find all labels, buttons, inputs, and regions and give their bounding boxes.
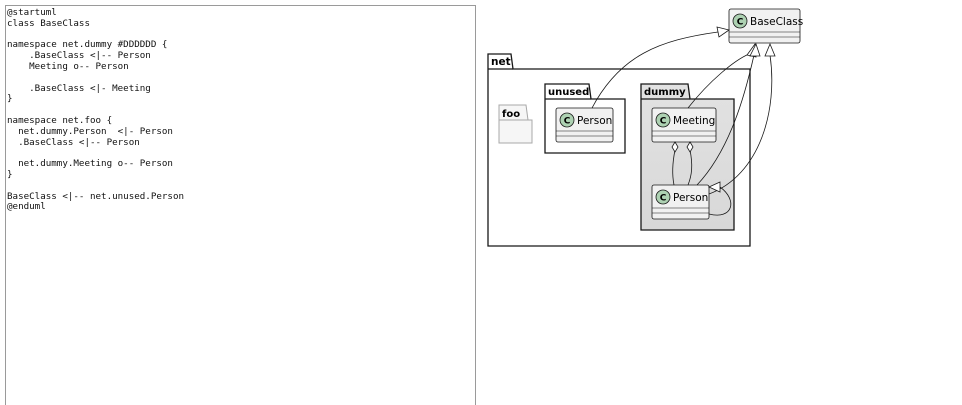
code-line[interactable]: namespace net.dummy #DDDDDD { xyxy=(7,39,168,51)
aggregation-diamond-icon xyxy=(686,141,694,153)
code-line[interactable]: BaseClass <|-- net.unused.Person xyxy=(7,190,185,202)
class-meeting[interactable]: C Meeting xyxy=(651,107,717,143)
code-line[interactable]: @startuml xyxy=(7,7,57,18)
class-name: Person xyxy=(577,115,612,127)
edge-unused-person-to-base xyxy=(591,31,719,109)
class-base[interactable]: C BaseClass xyxy=(728,8,803,44)
class-circle-icon xyxy=(655,112,671,128)
code-line[interactable]: Meeting o-- Person xyxy=(7,60,129,72)
arrowhead-icon xyxy=(749,42,761,57)
code-line[interactable]: .BaseClass <|- Meeting xyxy=(7,82,151,94)
arrowhead-icon xyxy=(716,26,730,38)
class-stereotype: C xyxy=(660,117,667,127)
aggregation-diamond-icon xyxy=(671,141,679,153)
class-name: Meeting xyxy=(673,115,715,127)
arrowheads xyxy=(708,26,776,193)
edge-meeting-to-base xyxy=(687,53,750,109)
code-line[interactable]: } xyxy=(7,93,13,105)
class-stereotype: C xyxy=(564,117,571,127)
class-circle-icon xyxy=(655,189,671,205)
code-line[interactable]: .BaseClass <|-- Person xyxy=(7,50,151,62)
edge-meeting-aggregation-1 xyxy=(672,149,676,186)
code-line[interactable]: namespace net.foo { xyxy=(7,114,113,126)
code-line[interactable]: net.dummy.Person <|- Person xyxy=(7,125,173,137)
package-dummy-label: dummy xyxy=(644,87,686,98)
package-foo-label: foo xyxy=(502,109,520,120)
package-foo: foo xyxy=(498,104,533,144)
diamonds xyxy=(671,141,694,153)
class-unused-person[interactable]: C Person xyxy=(555,107,614,143)
class-name: Person xyxy=(673,192,708,204)
arrowhead-icon xyxy=(708,181,721,193)
class-dummy-person[interactable]: C Person xyxy=(651,184,710,220)
package-net-label: net xyxy=(491,56,511,68)
class-circle-icon xyxy=(732,13,748,29)
code-line[interactable]: net.dummy.Meeting o-- Person xyxy=(7,158,173,170)
code-line[interactable]: .BaseClass <|-- Person xyxy=(7,136,140,148)
code-line[interactable]: class BaseClass xyxy=(7,17,90,29)
class-stereotype: C xyxy=(660,194,667,204)
class-circle-icon xyxy=(559,112,575,128)
arrowhead-icon xyxy=(764,42,776,57)
class-name: BaseClass xyxy=(750,16,803,28)
code-line[interactable]: @enduml xyxy=(7,201,46,213)
edge-dummy-person-to-base xyxy=(696,54,755,186)
edge-person-self-inheritance xyxy=(708,186,732,216)
package-unused-label: unused xyxy=(548,87,589,98)
edge-meeting-aggregation-2 xyxy=(687,149,693,186)
class-stereotype: C xyxy=(737,18,744,28)
code-line[interactable]: } xyxy=(7,168,13,180)
edges xyxy=(591,31,773,216)
edge-foo-person-to-base xyxy=(708,54,773,195)
